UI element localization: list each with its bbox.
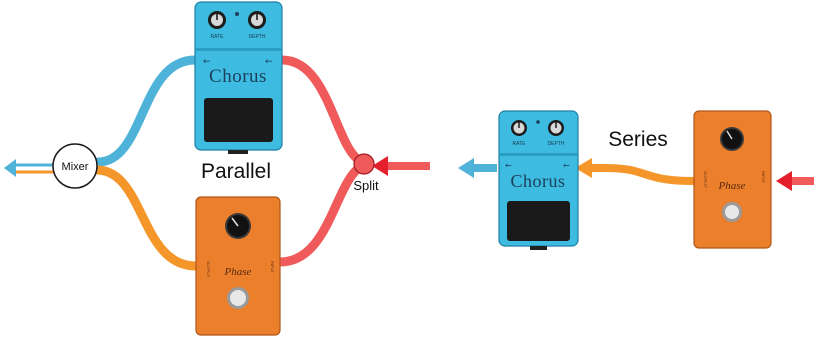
chorus-series-knob-left-label: RATE <box>513 141 527 147</box>
chorus-to-mixer-cable <box>93 55 200 167</box>
speed-knob-icon <box>225 213 251 239</box>
series-section: Series RATE DEPTH ← ← Chorus <box>458 110 814 250</box>
phase-jack-out-label: OUTPUT <box>206 261 211 278</box>
split-node: Split <box>353 153 379 193</box>
rate-knob-icon <box>511 120 527 136</box>
split-to-phase-cable <box>275 161 367 267</box>
chorus-pedal-series: RATE DEPTH ← ← Chorus <box>498 110 579 250</box>
chorus-knob-right-label: DEPTH <box>249 34 266 40</box>
split-to-chorus-cable <box>277 55 367 167</box>
series-label: Series <box>608 128 668 151</box>
in-arrow-icon: ← <box>563 161 570 170</box>
phase-pedal-series: OUTPUT INPUT Phase <box>693 110 772 249</box>
phase-to-mixer-cable <box>93 165 201 271</box>
parallel-section: Mixer Split Parallel <box>4 1 430 336</box>
led-icon <box>536 120 540 124</box>
phase-jack-in-label: INPUT <box>270 261 275 274</box>
chorus-series-knob-right-label: DEPTH <box>548 141 565 147</box>
split-label: Split <box>353 178 379 193</box>
chorus-pedal-name: Chorus <box>209 66 267 87</box>
chorus-pedal-parallel: RATE DEPTH ← ← Chorus <box>194 1 283 154</box>
mixer-node: Mixer <box>52 143 98 189</box>
series-output-arrow <box>458 158 497 178</box>
phase-to-chorus-cable <box>586 164 698 185</box>
split-input-arrow <box>372 156 430 176</box>
in-arrow-icon: ← <box>265 57 273 67</box>
led-icon <box>235 12 239 16</box>
depth-knob-icon <box>248 11 266 29</box>
footswitch <box>204 98 273 142</box>
speed-knob-icon <box>720 127 744 151</box>
footswitch-button <box>227 287 249 309</box>
phase-pedal-parallel: OUTPUT INPUT Phase <box>195 196 281 336</box>
footswitch <box>507 201 570 241</box>
mixer-output-arrow <box>4 159 58 177</box>
phase-series-pedal-name: Phase <box>718 180 746 192</box>
chorus-series-pedal-name: Chorus <box>510 171 565 191</box>
phase-series-jack-out-label: OUTPUT <box>703 171 708 188</box>
parallel-label: Parallel <box>201 160 271 183</box>
chorus-knob-left-label: RATE <box>211 34 225 40</box>
phase-input-arrow <box>776 171 814 191</box>
chorus-input-arrow <box>575 158 592 178</box>
footswitch-button <box>722 202 742 222</box>
mixer-label: Mixer <box>62 161 89 173</box>
rate-knob-icon <box>208 11 226 29</box>
out-arrow-icon: ← <box>505 161 512 170</box>
phase-series-jack-in-label: INPUT <box>761 171 766 184</box>
phase-pedal-name: Phase <box>224 266 252 278</box>
out-arrow-icon: ← <box>203 57 211 67</box>
depth-knob-icon <box>548 120 564 136</box>
